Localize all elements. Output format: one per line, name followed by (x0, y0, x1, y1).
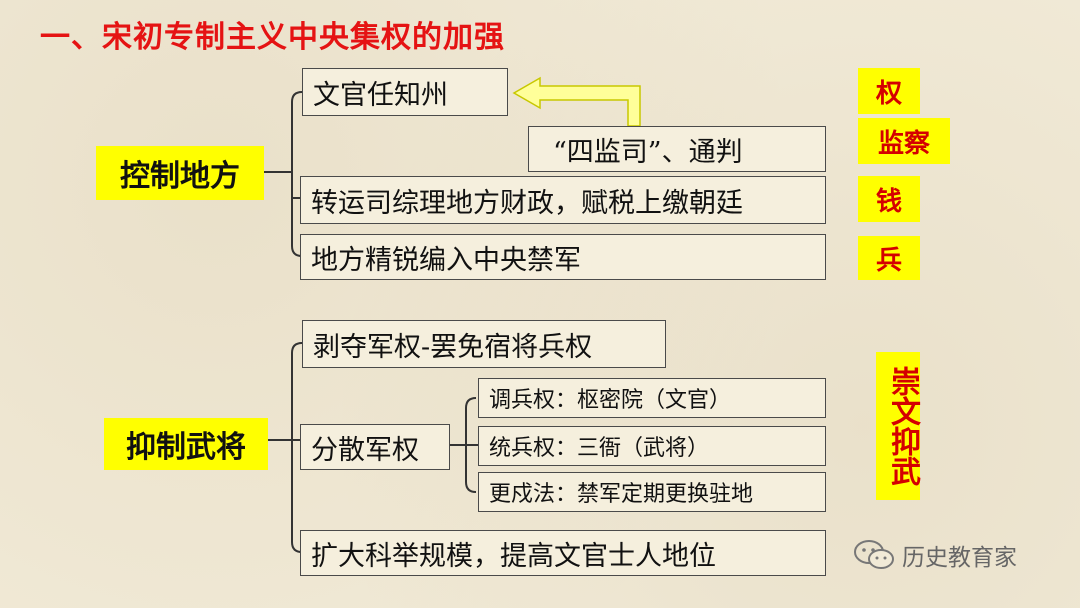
item-expand-exams: 扩大科举规模，提高文官士人地位 (300, 530, 826, 576)
item-disperse-military-power: 分散军权 (300, 424, 450, 470)
wechat-icon (854, 540, 894, 569)
sub-item-garrison-rotation: 更戍法：禁军定期更换驻地 (478, 472, 826, 512)
page-title: 一、宋初专制主义中央集权的加强 (40, 20, 505, 55)
item-fiscal-commission: 转运司综理地方财政，赋税上缴朝廷 (300, 176, 826, 224)
item-elite-troops: 地方精锐编入中央禁军 (300, 234, 826, 280)
arrow-icon (512, 76, 641, 127)
group-label-control-local: 控制地方 (96, 146, 264, 200)
tag-supervision: 监察 (858, 118, 950, 164)
tag-troops: 兵 (858, 236, 920, 280)
item-strip-military-power: 剥夺军权-罢免宿将兵权 (302, 320, 666, 368)
watermark: 历史教育家 (852, 538, 1017, 572)
sub-item-command-power: 统兵权：三衙（武将） (478, 426, 826, 466)
tag-power: 权 (858, 68, 920, 114)
item-civil-official-prefect: 文官任知州 (302, 68, 508, 116)
tag-civil-over-military: 崇文抑武 (876, 352, 920, 500)
watermark-text: 历史教育家 (902, 545, 1017, 571)
group-label-restrain-generals: 抑制武将 (104, 418, 268, 470)
sub-item-dispatch-power: 调兵权：枢密院（文官） (478, 378, 826, 418)
item-four-supervisors: “四监司”、通判 (528, 126, 826, 172)
tag-money: 钱 (858, 176, 920, 222)
